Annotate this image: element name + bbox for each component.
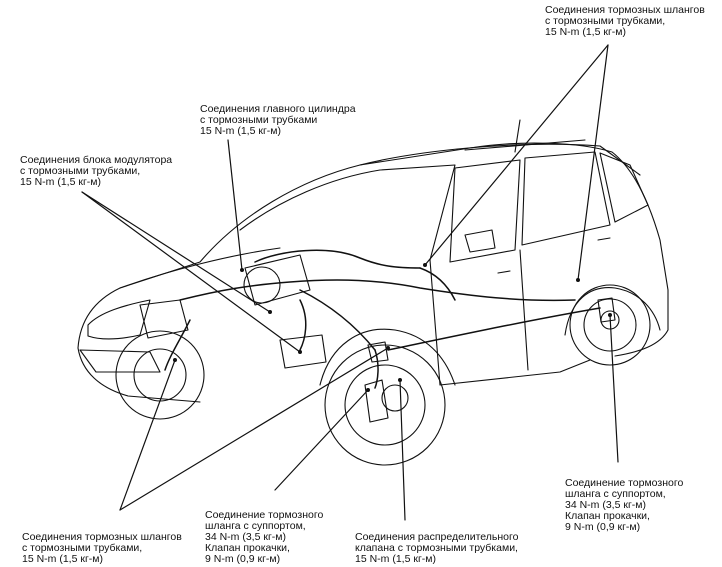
callout-modulator-block: Соединения блока модулятора с тормозными… [20, 155, 172, 188]
headlight [87, 299, 151, 340]
callout-line: Соединения тормозных шлангов [545, 4, 705, 16]
callout-line: с тормозными трубками [200, 114, 318, 126]
callout-master-cylinder: Соединения главного цилиндра с тормозным… [200, 104, 356, 137]
brake-line-8 [419, 267, 456, 301]
callout-line: Соединение тормозного [205, 509, 324, 521]
front-caliper [364, 379, 389, 423]
callout-line: с тормозными трубками, [22, 542, 143, 554]
callout-rear-caliper-hose: Соединение тормозного шланга с суппортом… [565, 478, 683, 533]
hood-line [119, 247, 281, 289]
callout-line: Соединение тормозного [565, 477, 684, 489]
callout-line: с тормозными трубками, [545, 15, 666, 27]
callout-line: 15 N-m (1,5 кг-м) [200, 125, 281, 137]
callout-line: Соединения тормозных шлангов [22, 531, 182, 543]
callout-line: с тормозными трубками, [20, 165, 141, 177]
callout-line: шланга с суппортом, [205, 520, 306, 532]
callout-line: 15 N-m (1,5 кг-м) [545, 26, 626, 38]
callout-line: Клапан прокачки, [205, 542, 290, 554]
front-right-wheel [324, 344, 446, 466]
front-left-wheel [115, 330, 205, 420]
callout-line: 34 N-m (3,5 кг-м) [205, 531, 286, 543]
rear-quarter-window [599, 152, 649, 223]
callout-line: Соединения распределительного [355, 531, 519, 543]
callout-top-right-hoses: Соединения тормозных шлангов с тормозным… [545, 5, 705, 38]
modulator-unit [279, 334, 327, 369]
brake-line-1 [179, 279, 576, 302]
callout-line: Соединения главного цилиндра [200, 103, 356, 115]
rear-door-window [521, 151, 611, 246]
callout-line: Клапан прокачки, [565, 510, 650, 522]
callout-front-caliper-hose: Соединение тормозного шланга с суппортом… [205, 510, 323, 565]
callout-line: 15 N-m (1,5 кг-м) [22, 553, 103, 565]
front-bumper [77, 347, 201, 403]
grille [79, 349, 161, 373]
callout-bottom-left-hoses: Соединения тормозных шлангов с тормозным… [22, 532, 182, 565]
door-handle-front [497, 270, 511, 274]
callout-line: Соединения блока модулятора [20, 154, 173, 166]
callout-line: 34 N-m (3,5 кг-м) [565, 499, 646, 511]
brake-line-2 [299, 289, 376, 351]
door-line-front [429, 259, 441, 386]
brake-line-3 [374, 349, 379, 389]
battery [139, 299, 189, 339]
windshield [239, 164, 456, 261]
brake-line-7 [254, 249, 421, 269]
side-mirror [464, 229, 496, 253]
callout-line: шланга с суппортом, [565, 488, 666, 500]
rocker-panel [439, 359, 591, 386]
brake-line-4 [299, 299, 307, 351]
rear-right-wheel [569, 284, 651, 366]
rear-caliper [597, 297, 616, 323]
front-door-window [449, 159, 521, 263]
door-handle-rear [597, 237, 611, 241]
brake-line-6 [164, 319, 191, 371]
callout-line: 15 N-m (1,5 кг-м) [20, 176, 101, 188]
callout-line: клапана с тормозными трубками, [355, 542, 518, 554]
callout-line: 15 N-m (1,5 кг-м) [355, 553, 436, 565]
door-line-rear [519, 249, 529, 371]
car-roof-line [359, 143, 641, 176]
master-cylinder [244, 254, 311, 306]
proportioning-valve [367, 341, 389, 363]
antenna [514, 119, 521, 153]
callout-line: 9 N-m (0,9 кг-м) [565, 521, 641, 533]
brake-line-5 [387, 307, 601, 351]
brake-booster [243, 266, 281, 304]
callout-line: 9 N-m (0,9 кг-м) [205, 553, 281, 565]
callout-proportioning-valve: Соединения распределительного клапана с … [355, 532, 518, 565]
